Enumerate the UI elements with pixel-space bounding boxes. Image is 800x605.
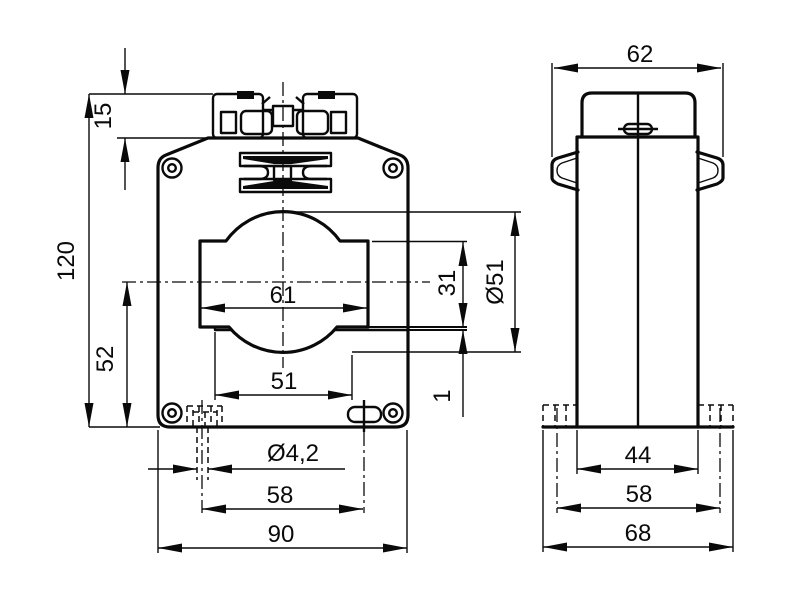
terminal-slot-right (295, 109, 330, 136)
side-tab-left (550, 150, 580, 192)
dim-61-label: 61 (270, 282, 297, 309)
front-body-outline (156, 136, 410, 429)
dim-top-width: 62 (554, 41, 721, 73)
spool-right-bracket (301, 164, 327, 181)
dim-body-width: 90 (158, 521, 407, 553)
dim-1-label: 1 (429, 389, 456, 402)
dim-window-height: 31 (434, 242, 468, 327)
terminal-links (261, 96, 305, 112)
spool-bottom-fill (243, 181, 328, 189)
dim-total-height: 120 (53, 94, 94, 427)
dim-slot-spacing: 58 (557, 481, 720, 513)
front-dimensions: 15 120 52 61 51 (53, 48, 521, 553)
dim-window-width: 61 (201, 282, 367, 313)
screw-tr-outer (382, 157, 404, 179)
side-tab-left-inner (556, 157, 578, 184)
dim-31-label: 31 (434, 270, 461, 297)
dim-120-label: 120 (53, 241, 80, 281)
screw-tr-inner (388, 162, 399, 173)
dim-58s-label: 58 (626, 481, 653, 508)
spool-top-fill (243, 156, 328, 164)
core-spool (238, 151, 333, 194)
dim-gap: 1 (429, 330, 468, 417)
screw-bl-inner (166, 408, 177, 419)
screw-tl-outer (161, 157, 183, 179)
dim-opening-width: 51 (215, 368, 352, 400)
dim-base-width: 68 (543, 520, 733, 552)
din-foot-hidden (186, 405, 223, 427)
dim-58f-label: 58 (267, 482, 294, 509)
dim-15-label: 15 (90, 103, 117, 130)
extension-lines (89, 93, 521, 553)
side-view (541, 91, 735, 429)
terminal-screw-left (219, 110, 238, 135)
bottom-bar-left-edge (213, 327, 232, 332)
side-slot-axes (556, 408, 721, 513)
dim-center-to-bottom: 52 (92, 282, 132, 427)
front-view (122, 82, 430, 513)
spool-left-bracket (244, 164, 270, 181)
side-dimensions: 62 44 58 68 (542, 41, 734, 552)
terminal-block (211, 91, 359, 140)
dim-hole-spacing: 58 (202, 482, 363, 514)
terminal-right-tab (318, 91, 335, 99)
side-extension-lines (542, 63, 734, 552)
corner-screws (161, 157, 404, 424)
side-foot-hidden (542, 404, 734, 427)
dim-68-label: 68 (625, 520, 652, 547)
dim-d42-label: Ø4,2 (267, 440, 319, 467)
dim-52-label: 52 (92, 346, 119, 373)
terminal-screw-right (329, 110, 348, 135)
dim-51-label: 51 (271, 368, 298, 395)
side-tab-right-inner (697, 157, 719, 184)
dim-90-label: 90 (268, 521, 295, 548)
screw-br-outer (382, 402, 404, 424)
dim-62-label: 62 (627, 41, 654, 68)
dim-body-depth: 44 (577, 442, 698, 474)
terminal-left-tab (237, 91, 254, 99)
screw-br-inner (388, 408, 399, 419)
hole-hidden-lines (196, 427, 209, 480)
dim-bore-diameter: Ø51 (482, 212, 520, 352)
gap-extension-lines (368, 325, 467, 332)
side-tab-right (695, 150, 725, 192)
dim-hole-diameter: Ø4,2 (148, 440, 345, 474)
dim-terminal-height: 15 (90, 48, 130, 190)
dim-d51-label: Ø51 (482, 259, 509, 304)
dim-44-label: 44 (625, 442, 652, 469)
terminal-slot-left (239, 109, 274, 136)
screw-bl-outer (161, 402, 183, 424)
screw-tl-inner (166, 162, 177, 173)
